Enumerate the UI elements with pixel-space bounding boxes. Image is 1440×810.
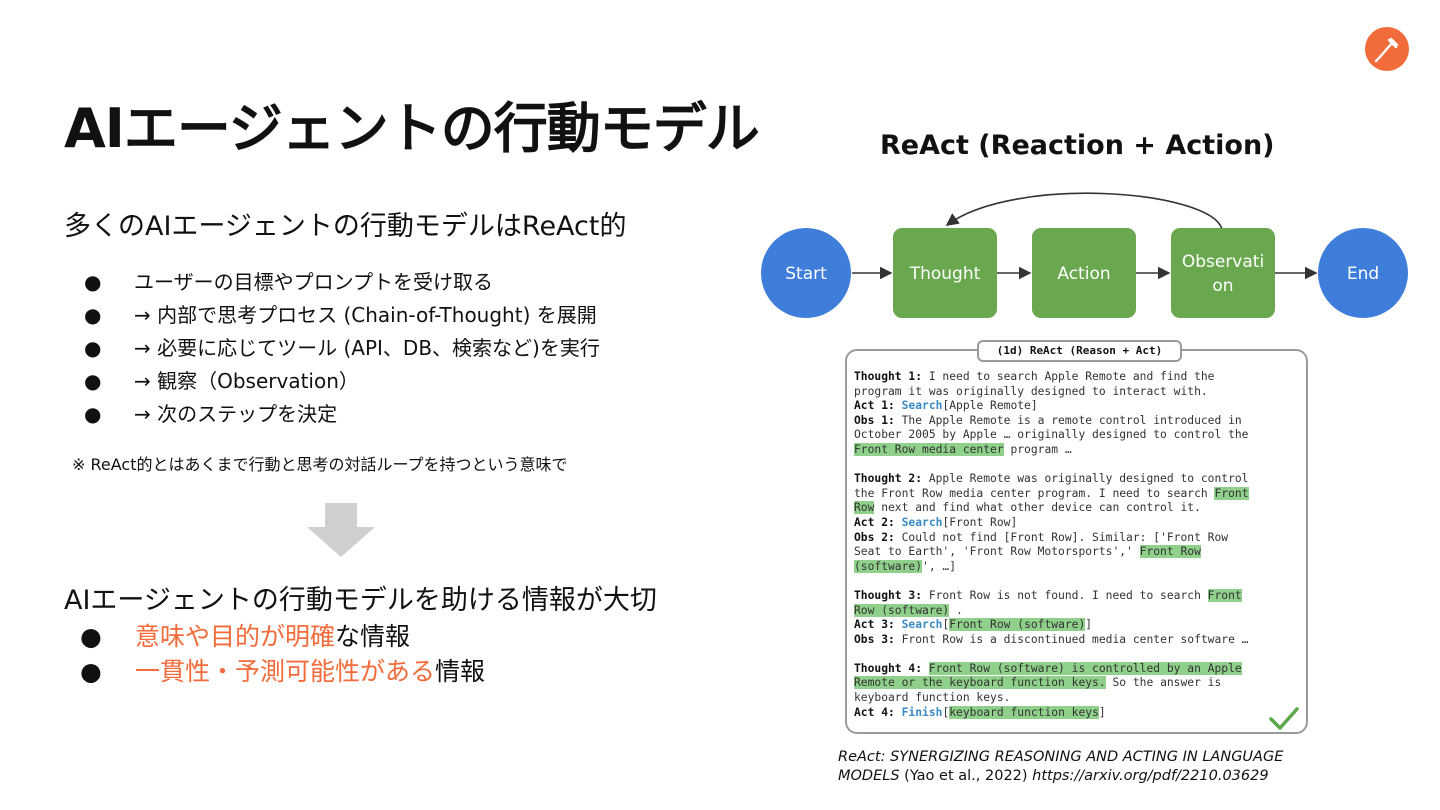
loop-back-arrow: [945, 192, 1223, 230]
bullet-text: ユーザーの目標やプロンプトを受け取る: [134, 270, 493, 294]
section-heading: AIエージェントの行動モデルを助ける情報が大切: [64, 585, 657, 616]
key-point-rest: な情報: [335, 622, 411, 651]
svg-text:on: on: [1212, 276, 1233, 296]
paper-excerpt-text: Thought 1: I need to search Apple Remote…: [854, 370, 1249, 719]
key-point-rest: 情報: [435, 657, 486, 686]
checkmark-icon: [1268, 706, 1300, 732]
diagram-title: ReAct (Reaction + Action): [880, 130, 1275, 161]
citation-authors: (Yao et al., 2022): [899, 768, 1033, 784]
bullet-text: → 観察（Observation）: [134, 369, 359, 393]
bullet-dot: ●: [84, 303, 102, 327]
paper-excerpt-tab: (1d) ReAct (Reason + Act): [977, 340, 1182, 362]
node-end: End: [1318, 228, 1408, 318]
citation-line-1: ReAct: SYNERGIZING REASONING AND ACTING …: [838, 749, 1284, 765]
citation-line-2a: MODELS: [838, 768, 900, 784]
key-point: ● 一貫性・予測可能性がある情報: [80, 652, 485, 688]
bullet-item: ● → 必要に応じてツール (API、DB、検索など)を実行: [84, 332, 600, 361]
bullet-item: ● → 次のステップを決定: [84, 398, 337, 427]
down-arrow-icon: [305, 503, 377, 559]
citation: ReAct: SYNERGIZING REASONING AND ACTING …: [838, 748, 1283, 786]
node-observation: Observati on: [1171, 228, 1275, 318]
bullet-item: ● → 内部で思考プロセス (Chain-of-Thought) を展開: [84, 299, 597, 328]
svg-text:Action: Action: [1057, 264, 1110, 284]
node-action: Action: [1032, 228, 1136, 318]
bullet-dot: ●: [84, 270, 102, 294]
key-point: ● 意味や目的が明確な情報: [80, 617, 410, 653]
citation-url[interactable]: https://arxiv.org/pdf/2210.03629: [1032, 768, 1269, 784]
bullet-text: → 必要に応じてツール (API、DB、検索など)を実行: [134, 336, 600, 360]
svg-text:Thought: Thought: [909, 264, 981, 284]
bullet-dot: ●: [80, 657, 102, 686]
svg-text:Start: Start: [785, 264, 827, 284]
bullet-dot: ●: [84, 402, 102, 426]
node-start: Start: [761, 228, 851, 318]
svg-text:Observati: Observati: [1182, 252, 1264, 272]
node-thought: Thought: [893, 228, 997, 318]
bullet-dot: ●: [84, 336, 102, 360]
pen-nib-icon: [1365, 27, 1409, 71]
bullet-text: → 次のステップを決定: [134, 402, 338, 426]
footnote: ※ ReAct的とはあくまで行動と思考の対話ループを持つという意味で: [72, 455, 568, 474]
bullet-dot: ●: [80, 622, 102, 651]
key-point-accent: 意味や目的が明確: [135, 622, 336, 651]
react-flow-diagram: Start Thought Action Observati on End: [755, 180, 1425, 330]
bullet-item: ● ユーザーの目標やプロンプトを受け取る: [84, 266, 493, 295]
slide-title: AIエージェントの行動モデル: [64, 97, 760, 160]
bullet-dot: ●: [84, 369, 102, 393]
svg-text:End: End: [1347, 264, 1379, 284]
key-point-accent: 一貫性・予測可能性がある: [135, 657, 436, 686]
subheading: 多くのAIエージェントの行動モデルはReAct的: [64, 211, 627, 242]
bullet-item: ● → 観察（Observation）: [84, 365, 359, 394]
bullet-text: → 内部で思考プロセス (Chain-of-Thought) を展開: [134, 303, 597, 327]
